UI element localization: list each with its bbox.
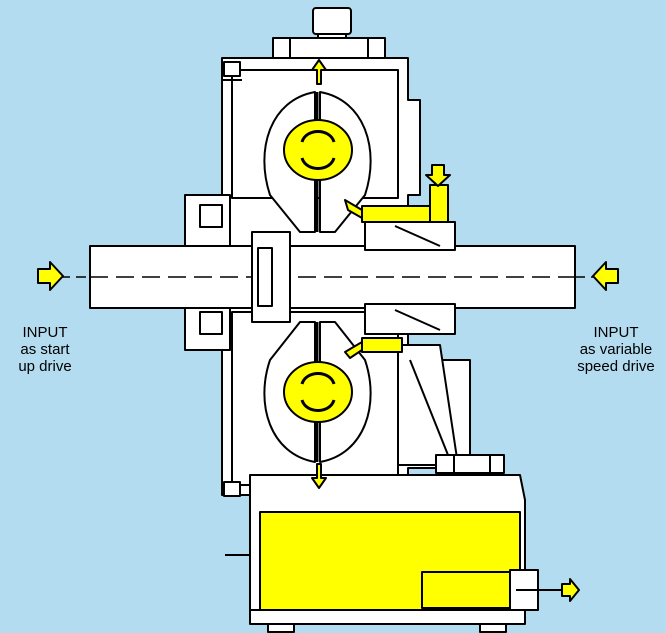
label-right-line-3: speed drive bbox=[577, 358, 655, 375]
pedestal-bracket bbox=[397, 344, 505, 474]
label-left-line-1: INPUT bbox=[22, 324, 68, 341]
main-shaft bbox=[60, 245, 600, 309]
label-left-line-3: up drive bbox=[18, 358, 72, 375]
scoop-control-arrow-icon bbox=[425, 164, 451, 187]
input-arrow-right-icon bbox=[592, 261, 619, 291]
scoop-tube-upper bbox=[344, 184, 449, 223]
label-left-line-2: as start bbox=[20, 341, 70, 358]
input-variable-speed-label: INPUT as variable speed drive bbox=[566, 324, 666, 375]
label-right-line-2: as variable bbox=[579, 341, 653, 358]
lower-working-circuit bbox=[283, 361, 353, 423]
scoop-tube-lower bbox=[344, 337, 403, 359]
flow-arrow-down-icon bbox=[311, 463, 327, 489]
input-arrow-left-icon bbox=[37, 261, 64, 291]
oil-sump bbox=[225, 474, 562, 633]
label-right-line-1: INPUT bbox=[593, 324, 639, 341]
outlet-arrow-icon bbox=[561, 578, 580, 602]
upper-working-circuit bbox=[283, 119, 353, 181]
top-flange bbox=[272, 37, 386, 59]
flow-arrow-up-icon bbox=[311, 59, 327, 85]
input-start-up-label: INPUT as start up drive bbox=[2, 324, 88, 375]
